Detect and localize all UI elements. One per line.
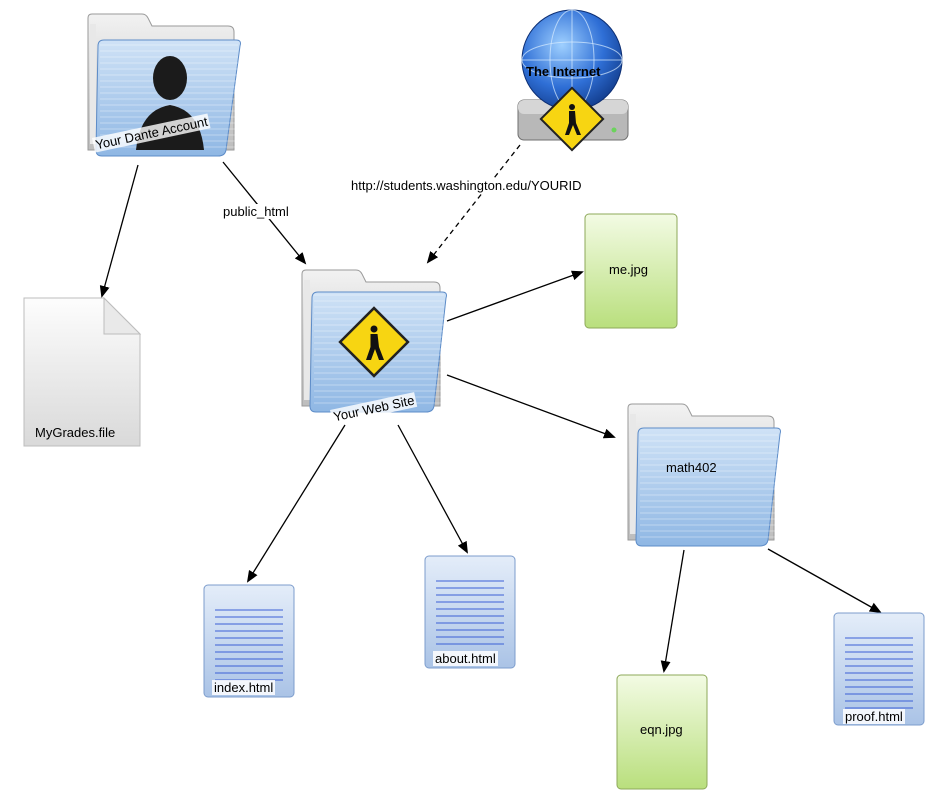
folder-icon[interactable] xyxy=(627,403,781,547)
html-file-icon-about[interactable] xyxy=(424,555,516,669)
node-label-proof: proof.html xyxy=(843,709,905,724)
node-label-internet: The Internet xyxy=(526,64,601,79)
public-folder-icon[interactable] xyxy=(301,269,447,413)
edge-website-about xyxy=(397,424,468,554)
edge-label-public-html: public_html xyxy=(220,204,292,219)
node-label-index: index.html xyxy=(212,680,276,695)
node-label-math402: math402 xyxy=(666,460,717,475)
image-file-icon-me[interactable] xyxy=(584,213,678,329)
edge-internet-website xyxy=(426,144,521,264)
image-file-icon-eqn[interactable] xyxy=(616,674,708,790)
node-label-eqn: eqn.jpg xyxy=(640,722,683,737)
node-label-mejpg: me.jpg xyxy=(609,262,649,277)
edge-math402-proof xyxy=(767,548,882,613)
edge-label-url: http://students.washington.edu/YOURID xyxy=(348,178,585,193)
html-file-icon-index[interactable] xyxy=(203,584,295,698)
globe-drive-icon[interactable] xyxy=(517,9,629,152)
node-label-mygrades: MyGrades.file xyxy=(35,425,116,440)
document-icon[interactable] xyxy=(23,296,142,447)
edge-website-mejpg xyxy=(446,270,584,322)
edge-website-index xyxy=(246,424,346,583)
edges xyxy=(99,144,882,673)
edge-math402-eqn xyxy=(660,549,685,673)
edge-dante-mygrades xyxy=(99,164,139,298)
html-file-icon-proof[interactable] xyxy=(833,612,925,726)
node-label-about: about.html xyxy=(433,651,498,666)
edge-website-math402 xyxy=(446,374,616,439)
